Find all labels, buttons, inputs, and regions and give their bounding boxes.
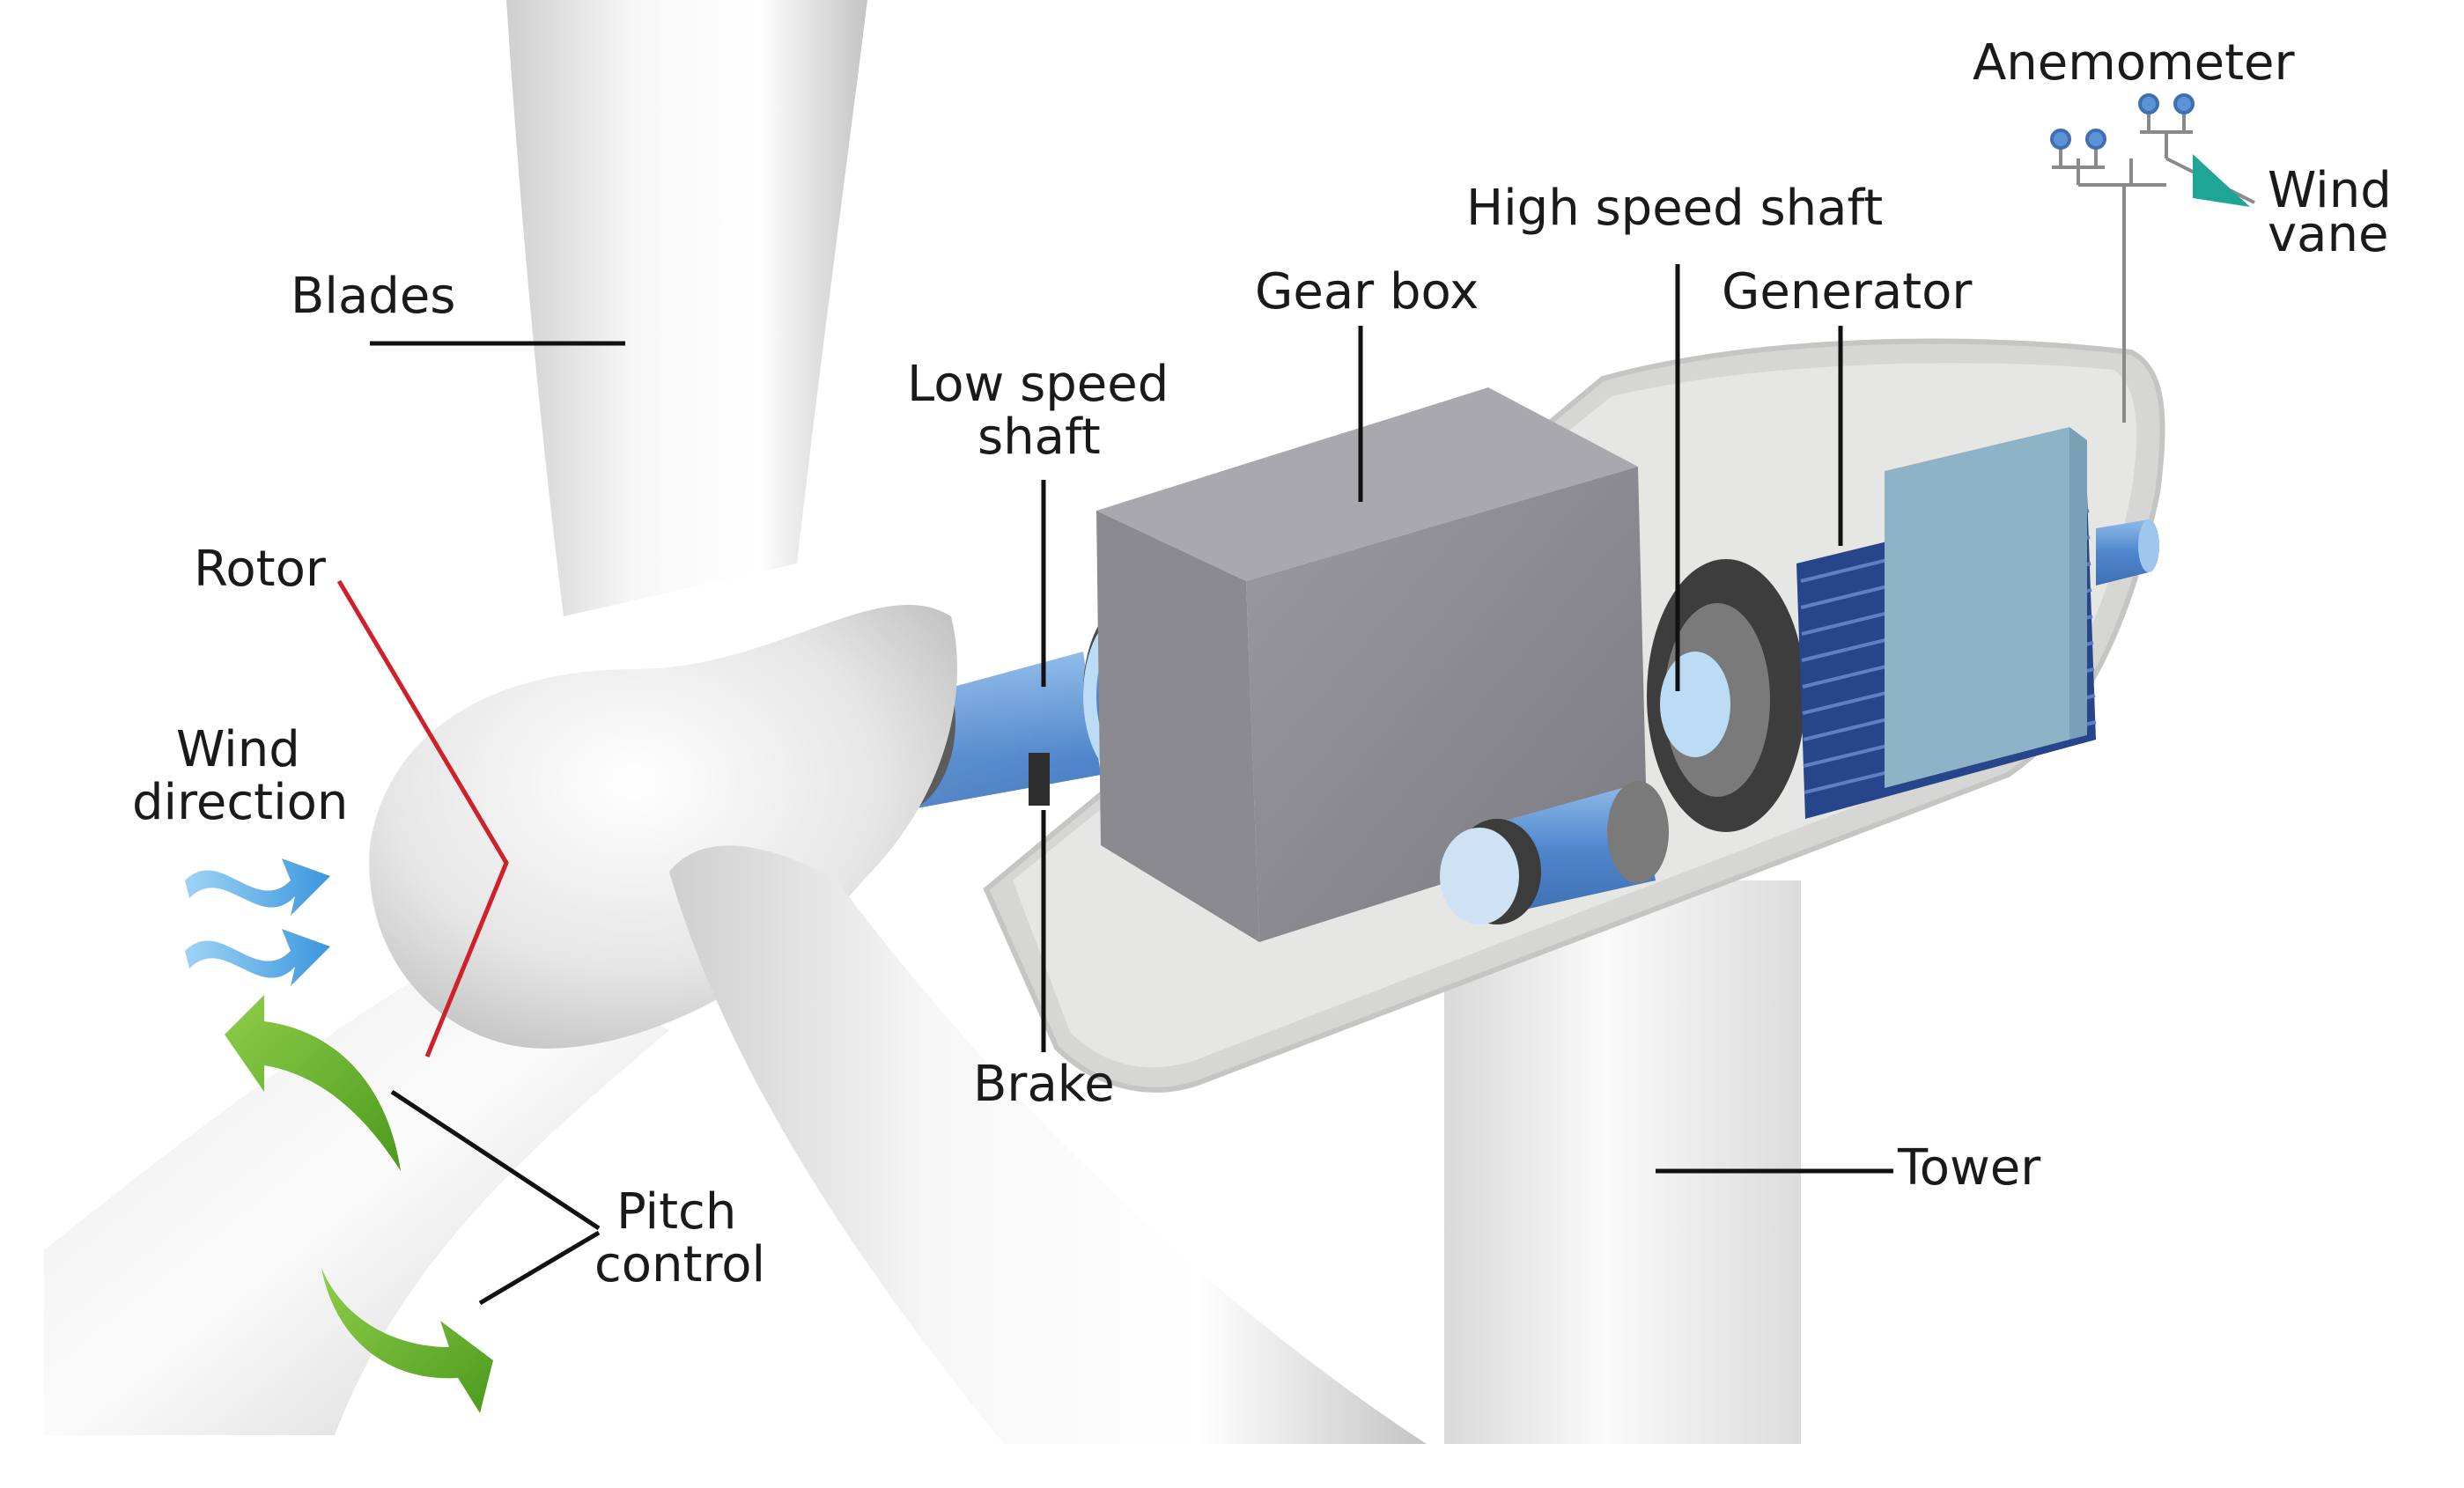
label-brake: Brake [973,1056,1115,1113]
rotor-leader-line [336,579,509,1057]
blade-lower-left [44,933,669,1435]
label-pitch-control-1: Pitch [616,1183,736,1241]
label-anemometer: Anemometer [1973,34,2295,92]
label-tower: Tower [1897,1139,2041,1197]
label-wind-vane-2: vane [2268,206,2388,263]
anemometer-icon [2050,93,2255,423]
label-low-speed-shaft-1: Low speed [907,356,1169,413]
wind-vane-icon [2193,154,2250,207]
leader-lines [370,264,1893,1306]
label-rotor: Rotor [194,541,327,598]
blade-upper [506,0,867,616]
label-blades: Blades [291,268,455,325]
tower [1444,880,1801,1444]
curved-green-arrows-icon [225,995,493,1413]
rotor-hub [369,604,957,1049]
label-gear-box: Gear box [1255,263,1479,320]
secondary-shaft [1440,781,1669,924]
generator [1647,427,2159,832]
wind-arrows-icon [185,858,330,986]
label-low-speed-shaft-2: shaft [977,409,1101,466]
blade-front [669,845,1427,1444]
pitch-leader-lower [478,1230,601,1306]
label-wind-direction-1: Wind [176,721,300,778]
label-pitch-control-2: control [594,1236,765,1293]
label-generator: Generator [1722,263,1973,320]
brake [1029,753,1050,806]
label-high-speed-shaft: High speed shaft [1466,180,1883,237]
label-wind-vane-1: Wind [2268,162,2392,219]
pitch-leader-upper [390,1089,601,1231]
label-wind-direction-2: direction [132,774,348,831]
